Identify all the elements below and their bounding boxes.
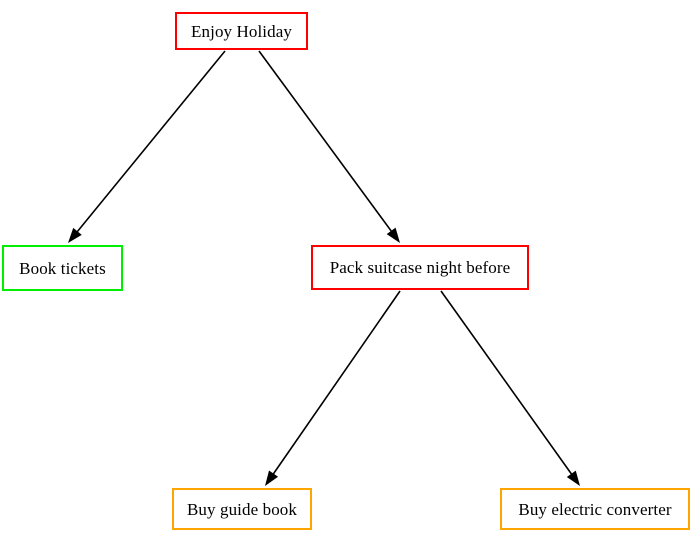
edge-enjoy-holiday-to-book-tickets <box>68 50 226 243</box>
edge-enjoy-holiday-to-pack-suitcase <box>258 50 400 243</box>
node-label: Buy guide book <box>186 499 297 519</box>
arrowhead <box>386 227 400 243</box>
node-enjoy-holiday[interactable]: Enjoy Holiday <box>175 12 308 50</box>
edge-line <box>271 290 401 477</box>
edge-pack-suitcase-to-buy-electric-converter <box>440 290 580 486</box>
node-buy-electric-converter[interactable]: Buy electric converter <box>500 488 690 530</box>
edge-line <box>258 50 394 234</box>
node-label: Buy electric converter <box>518 499 672 519</box>
edge-pack-suitcase-to-buy-guide-book <box>265 290 401 486</box>
node-buy-guide-book[interactable]: Buy guide book <box>172 488 312 530</box>
node-label: Enjoy Holiday <box>191 21 292 41</box>
node-label: Pack suitcase night before <box>329 258 511 277</box>
node-label: Book tickets <box>19 258 106 278</box>
arrowhead <box>68 227 82 243</box>
arrowhead <box>265 470 279 486</box>
node-book-tickets[interactable]: Book tickets <box>2 245 123 291</box>
edge-line <box>440 290 574 477</box>
node-pack-suitcase-night-before[interactable]: Pack suitcase night before <box>311 245 529 290</box>
arrowhead <box>566 470 580 486</box>
edge-line <box>74 50 226 235</box>
